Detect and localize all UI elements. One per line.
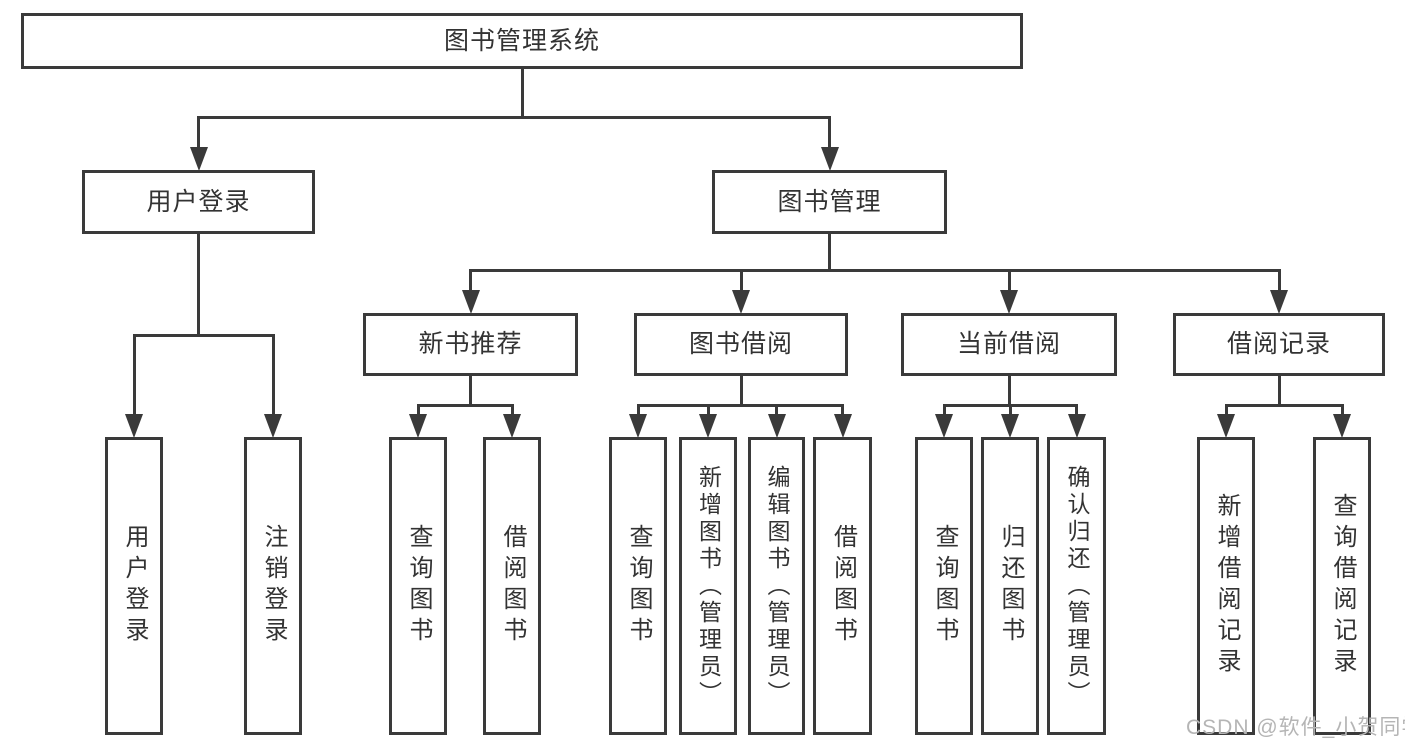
leaf-edit-book-admin: 编辑图书（管理员） [748,437,805,735]
arrowhead-down-icon [503,414,521,438]
leaf-borrow-books-recommend: 借阅图书 [483,437,541,735]
arrowhead-down-icon [1001,414,1019,438]
connector-line [197,117,200,152]
arrowhead-down-icon [264,414,282,438]
connector-line [1008,405,1012,419]
connector-line [1277,270,1281,295]
leaf-query-books-current: 查询图书 [915,437,973,735]
connector-line [197,234,200,337]
connector-line [828,117,831,152]
leaf-query-books-recommend: 查询图书 [389,437,447,735]
arrowhead-down-icon [1333,414,1351,438]
leaf-add-borrow-record: 新增借阅记录 [1197,437,1255,735]
arrowhead-down-icon [125,414,143,438]
arrowhead-down-icon [1270,290,1288,314]
connector-line [636,403,844,407]
arrowhead-down-icon [1217,414,1235,438]
connector-line [1007,376,1011,407]
arrowhead-down-icon [820,147,839,171]
arrowhead-down-icon [409,414,427,438]
connector-line [1277,376,1281,407]
arrowhead-down-icon [699,414,717,438]
csdn-watermark: CSDN @软件_小贺同学 [1186,716,1405,739]
connector-line [469,376,472,407]
connector-line [416,405,420,419]
node-library-system: 图书管理系统 [21,13,1023,69]
connector-line [520,69,524,119]
connector-line [1075,405,1078,419]
leaf-borrow-books: 借阅图书 [813,437,872,735]
node-book-management: 图书管理 [712,170,947,234]
arrowhead-down-icon [189,147,208,171]
arrowhead-down-icon [732,290,750,314]
node-user-login: 用户登录 [82,170,315,234]
arrowhead-down-icon [1000,290,1018,314]
connector-line [841,405,844,419]
connector-line [469,268,1281,272]
arrowhead-down-icon [833,414,852,438]
connector-line [1224,403,1344,407]
arrowhead-down-icon [1067,414,1086,438]
connector-line [271,335,275,419]
arrowhead-down-icon [935,414,953,438]
connector-line [942,405,946,419]
leaf-confirm-return-admin: 确认归还（管理员） [1047,437,1106,735]
leaf-user-login: 用户登录 [105,437,163,735]
connector-line [132,335,136,419]
connector-line [1007,270,1011,295]
leaf-logout: 注销登录 [244,437,302,735]
leaf-add-book-admin: 新增图书（管理员） [679,437,737,735]
connector-line [775,405,778,419]
connector-line [197,115,831,119]
arrowhead-down-icon [629,414,647,438]
connector-line [1224,405,1228,419]
node-new-book-recommend: 新书推荐 [363,313,578,376]
leaf-return-book: 归还图书 [981,437,1039,735]
connector-line [739,376,743,407]
connector-line [510,405,514,419]
connector-line [1340,405,1344,419]
arrowhead-down-icon [461,290,480,314]
connector-line [132,333,275,337]
node-current-borrowing: 当前借阅 [901,313,1117,376]
arrowhead-down-icon [767,414,786,438]
connector-line [706,405,710,419]
connector-line [828,234,831,272]
connector-line [636,405,640,419]
connector-line [739,270,743,295]
connector-line [416,403,514,407]
leaf-query-borrow-record: 查询借阅记录 [1313,437,1371,735]
node-borrow-records: 借阅记录 [1173,313,1385,376]
node-book-borrowing: 图书借阅 [634,313,848,376]
connector-line [469,270,472,295]
leaf-query-books-borrow: 查询图书 [609,437,667,735]
